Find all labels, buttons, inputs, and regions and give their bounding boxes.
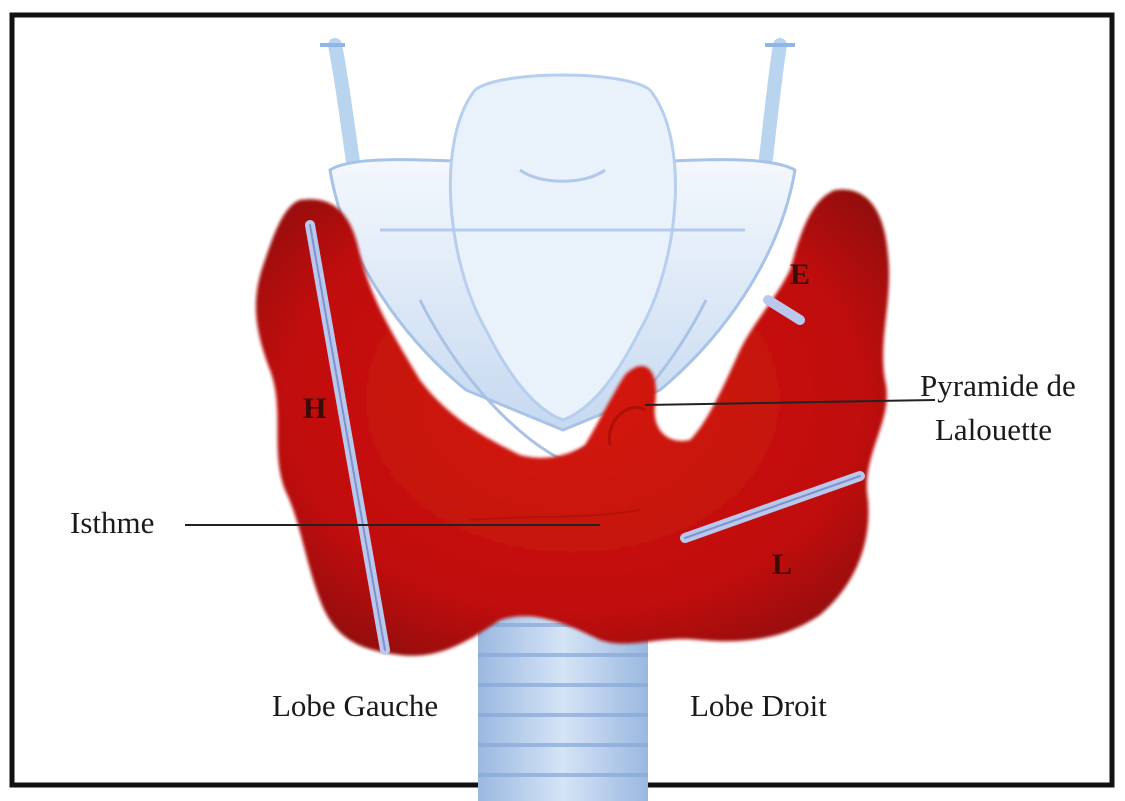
pyramid-label-line1: Pyramide de bbox=[920, 368, 1076, 404]
width-letter: L bbox=[772, 548, 792, 583]
height-letter: H bbox=[303, 392, 326, 427]
right-lobe-label: Lobe Droit bbox=[690, 688, 827, 724]
left-lobe-label: Lobe Gauche bbox=[272, 688, 438, 724]
isthmus-label: Isthme bbox=[70, 505, 154, 541]
thickness-letter: E bbox=[790, 258, 810, 293]
pyramid-label-line2: Lalouette bbox=[935, 412, 1052, 448]
